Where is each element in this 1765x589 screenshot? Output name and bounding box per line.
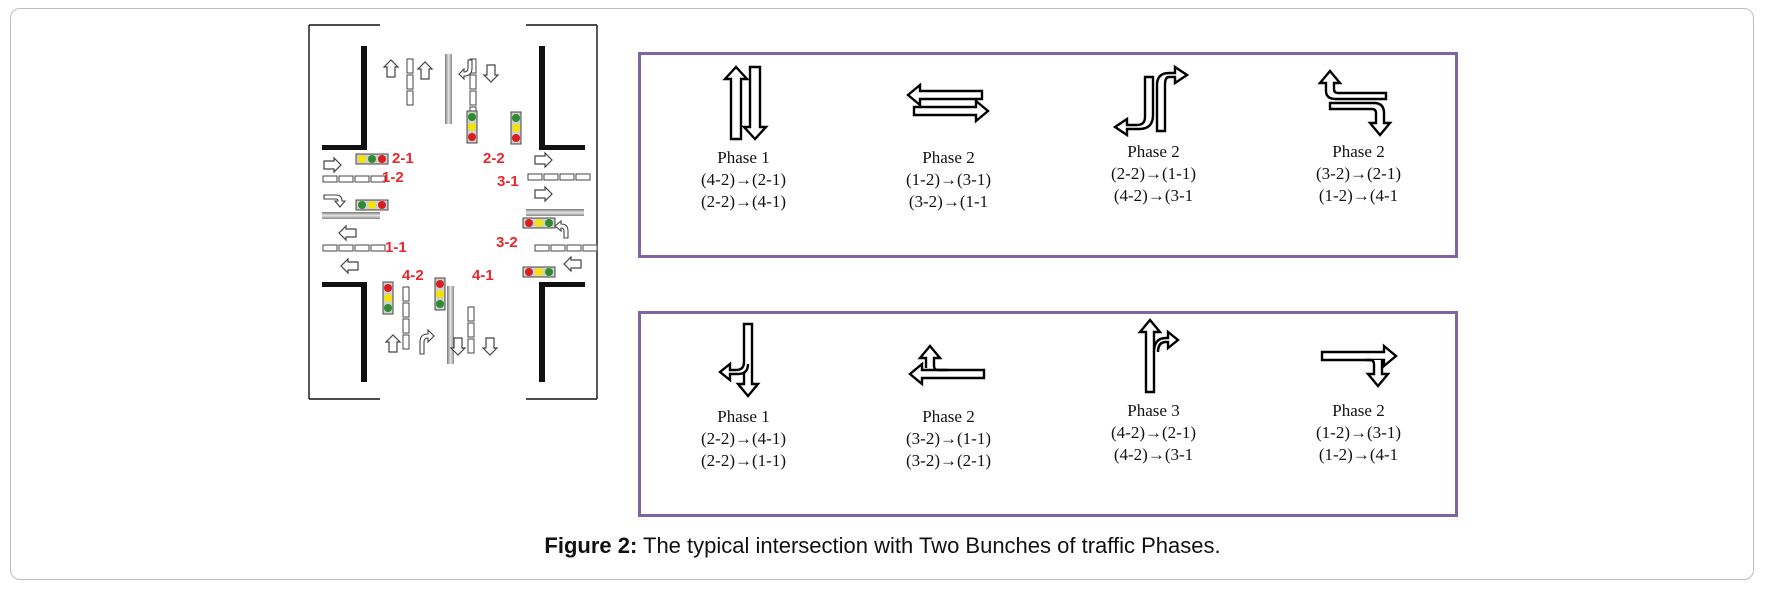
traffic-light-3-2	[522, 217, 556, 229]
phase-text: Phase 2 (2-2)→(1-1) (4-2)→(3-1	[1051, 141, 1256, 207]
caption-label: Figure 2:	[544, 533, 638, 558]
median-pole-east	[526, 209, 584, 216]
lane-label-2-2: 2-2	[483, 150, 505, 167]
west-lane-markings	[322, 157, 386, 274]
caption-text: The typical intersection with Two Bunche…	[637, 533, 1221, 558]
phase-text: Phase 1 (2-2)→(4-1) (2-2)→(1-1)	[641, 406, 846, 472]
intersection-diagram: 2-1 2-2 1-2 3-1 1-1 3-2 4-2 4-1	[308, 24, 598, 400]
traffic-light-north-east	[510, 111, 522, 145]
phase-cell-2-3: Phase 3 (4-2)→(2-1) (4-2)→(3-1	[1051, 314, 1256, 514]
z-turn-arrows-icon	[1316, 69, 1393, 137]
median-pole-west	[322, 212, 380, 219]
phase-move-1: (2-2)→(4-1)	[701, 429, 786, 448]
east-lane-markings	[527, 152, 598, 272]
straight-opposing-arrows-icon	[721, 65, 769, 141]
lane-label-1-1: 1-1	[385, 239, 407, 256]
u-turn-left-right-arrows-icon	[1112, 64, 1189, 138]
phase-name: Phase 2	[1332, 401, 1385, 420]
phase-move-2: (3-2)→(1-1	[908, 192, 989, 211]
phase-text: Phase 2 (3-2)→(1-1) (3-2)→(2-1)	[846, 406, 1051, 472]
phase-text: Phase 2 (1-2)→(3-1) (1-2)→(4-1	[1256, 400, 1461, 466]
phase-move-2: (1-2)→(4-1	[1318, 186, 1399, 205]
phase-name: Phase 1	[717, 148, 770, 167]
lane-label-4-1: 4-1	[472, 267, 494, 284]
phase-move-2: (3-2)→(2-1)	[906, 451, 991, 470]
phase-text: Phase 1 (4-2)→(2-1) (2-2)→(4-1)	[641, 147, 846, 213]
traffic-light-1-2	[355, 199, 389, 211]
phase-move-2: (4-2)→(3-1	[1113, 186, 1194, 205]
phase-move-2: (4-2)→(3-1	[1113, 445, 1194, 464]
phase-name: Phase 1	[717, 407, 770, 426]
lane-label-4-2: 4-2	[402, 267, 424, 284]
lane-label-1-2: 1-2	[382, 169, 404, 186]
traffic-light-2-1	[355, 153, 389, 165]
down-left-fork-arrow-icon	[717, 322, 761, 398]
figure-frame	[10, 8, 1754, 580]
traffic-light-4-1	[522, 266, 556, 278]
phase-cell-2-4: Phase 2 (1-2)→(3-1) (1-2)→(4-1	[1256, 314, 1461, 514]
south-lane-markings	[385, 286, 498, 356]
phase-move-2: (1-2)→(4-1	[1318, 445, 1399, 464]
lane-label-2-1: 2-1	[392, 150, 414, 167]
figure-caption: Figure 2: The typical intersection with …	[0, 533, 1765, 559]
phase-text: Phase 3 (4-2)→(2-1) (4-2)→(3-1	[1051, 400, 1256, 466]
road-edges	[308, 24, 598, 400]
phase-cell-2-2: Phase 2 (3-2)→(1-1) (3-2)→(2-1)	[846, 314, 1051, 514]
phase-move-1: (4-2)→(2-1)	[1111, 423, 1196, 442]
phase-text: Phase 2 (1-2)→(3-1) (3-2)→(1-1	[846, 147, 1051, 213]
right-down-fork-arrow-icon	[1320, 343, 1398, 388]
phase-move-1: (1-2)→(3-1)	[906, 170, 991, 189]
phase-move-1: (1-2)→(3-1)	[1316, 423, 1401, 442]
phase-text: Phase 2 (3-2)→(2-1) (1-2)→(4-1	[1256, 141, 1461, 207]
phase-cell-1-4: Phase 2 (3-2)→(2-1) (1-2)→(4-1	[1256, 55, 1461, 255]
phase-move-2: (2-2)→(1-1)	[701, 451, 786, 470]
phase-cell-2-1: Phase 1 (2-2)→(4-1) (2-2)→(1-1)	[641, 314, 846, 514]
phase-move-1: (3-2)→(2-1)	[1316, 164, 1401, 183]
horizontal-opposing-arrows-icon	[905, 82, 990, 124]
phase-move-1: (4-2)→(2-1)	[701, 170, 786, 189]
curb-corners	[322, 46, 585, 382]
median-pole-north	[445, 54, 452, 124]
lane-label-3-2: 3-2	[496, 234, 518, 251]
phase-name: Phase 2	[1332, 142, 1385, 161]
up-right-fork-arrow-icon	[1136, 318, 1180, 394]
traffic-light-2-2	[466, 110, 478, 144]
lane-label-3-1: 3-1	[497, 173, 519, 190]
phase-cell-1-1: Phase 1 (4-2)→(2-1) (2-2)→(4-1)	[641, 55, 846, 255]
phase-name: Phase 3	[1127, 401, 1180, 420]
phase-move-1: (3-2)→(1-1)	[906, 429, 991, 448]
phase-bunch-2: Phase 1 (2-2)→(4-1) (2-2)→(1-1) Phase 2 …	[638, 311, 1458, 517]
phase-name: Phase 2	[922, 148, 975, 167]
phase-name: Phase 2	[1127, 142, 1180, 161]
phase-move-1: (2-2)→(1-1)	[1111, 164, 1196, 183]
phase-cell-1-2: Phase 2 (1-2)→(3-1) (3-2)→(1-1	[846, 55, 1051, 255]
phase-cell-1-3: Phase 2 (2-2)→(1-1) (4-2)→(3-1	[1051, 55, 1256, 255]
traffic-light-4-2	[382, 281, 394, 315]
median-pole-south	[447, 286, 454, 364]
north-lane-markings	[383, 58, 499, 122]
phase-name: Phase 2	[922, 407, 975, 426]
phase-bunch-1: Phase 1 (4-2)→(2-1) (2-2)→(4-1) Phase 2 …	[638, 52, 1458, 258]
phase-move-2: (2-2)→(4-1)	[701, 192, 786, 211]
left-up-fork-arrow-icon	[907, 344, 985, 387]
traffic-light-south	[434, 277, 446, 311]
